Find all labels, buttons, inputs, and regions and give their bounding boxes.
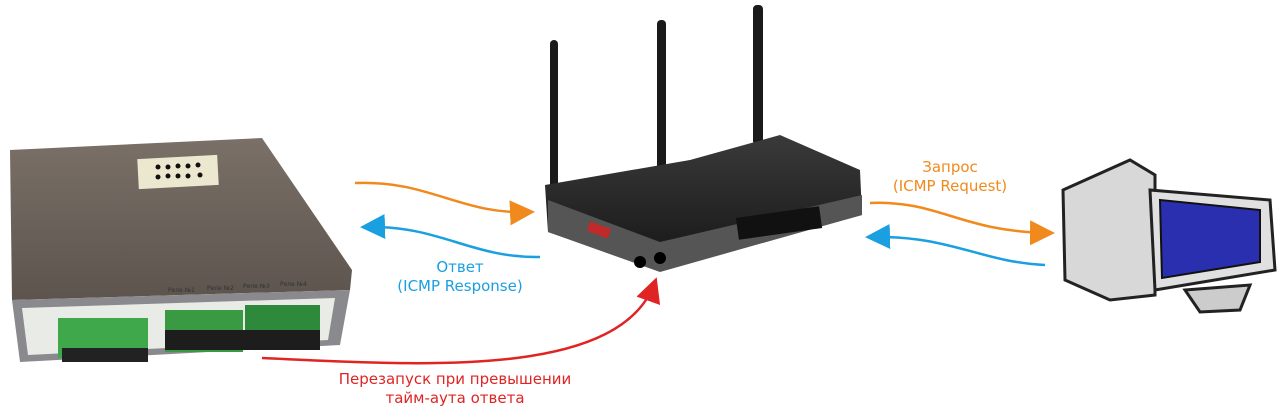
- restart-label: Перезапуск при превышении тайм-аута отве…: [310, 370, 600, 408]
- response-arrow-left: [360, 213, 541, 259]
- relay-label-1: Реле №1: [168, 287, 195, 294]
- relay-controller-device: [10, 138, 352, 362]
- request-label-line1: Запрос: [922, 158, 978, 176]
- request-label: Запрос (ICMP Request): [890, 158, 1010, 196]
- router-device: [545, 5, 862, 272]
- restart-label-line1: Перезапуск при превышении: [338, 370, 572, 388]
- computer-icon: [1061, 158, 1277, 314]
- relay-label-4: Реле №4: [280, 281, 307, 288]
- request-arrow-left: [354, 181, 535, 226]
- response-label: Ответ (ICMP Response): [380, 258, 540, 296]
- relay-label-3: Реле №3: [243, 283, 270, 290]
- request-arrow-right: [869, 201, 1055, 246]
- restart-arrow: [261, 277, 661, 365]
- response-label-line1: Ответ: [436, 258, 484, 276]
- request-label-line2: (ICMP Request): [892, 177, 1008, 195]
- restart-label-line2: тайм-аута ответа: [385, 389, 525, 407]
- relay-label-2: Реле №2: [207, 285, 234, 292]
- response-arrow-right: [865, 224, 1046, 267]
- response-label-line2: (ICMP Response): [397, 277, 523, 295]
